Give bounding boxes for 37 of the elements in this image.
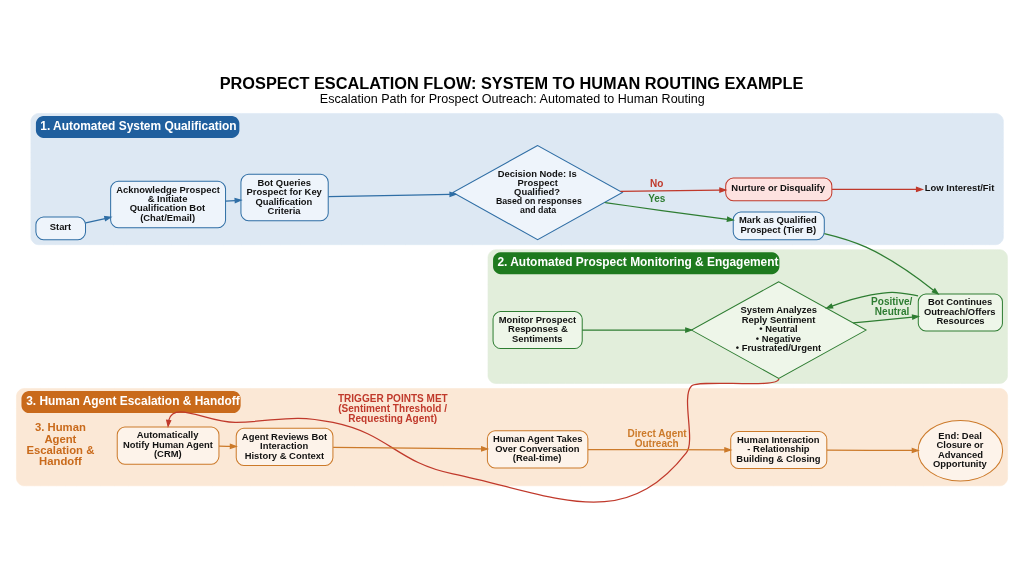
node-box: Human Interaction - Relationship Building & Closing xyxy=(730,430,828,469)
node-ellipse: End: Deal Closure or Advanced Opportunity xyxy=(917,419,1004,481)
edge-label: No xyxy=(650,177,664,189)
caption: Escalation Path for Prospect Outreach: Automated to Human Routing xyxy=(319,91,705,106)
arrow xyxy=(823,232,940,295)
arrow xyxy=(327,190,458,197)
arrow xyxy=(824,291,919,309)
node-box: Mark as Qualified Prospect (Tier B) xyxy=(732,211,825,240)
arrow xyxy=(852,313,921,323)
diagram-title: PROSPECT ESCALATION FLOW: SYSTEM TO HUMAN ROUTING EXAMPLE xyxy=(219,73,804,92)
node-box: Monitor Prospect Responses & Sentiments xyxy=(492,310,583,349)
edge-label: TRIGGER POINTS MET (Sentiment Threshold / Requesting Agent) xyxy=(337,392,448,424)
node-diamond: System Analyzes Reply Sentiment • Neutral • Negative • Frustrated/Urgent xyxy=(691,280,867,379)
edge-label: Direct Agent Outreach xyxy=(627,427,687,449)
node-box: Start xyxy=(35,216,86,240)
arrow xyxy=(225,197,243,203)
arrow xyxy=(165,377,780,503)
arrow xyxy=(85,215,113,223)
label: 3. Human Agent Escalation & Handoff xyxy=(26,420,95,467)
edge-label: Positive/ Neutral xyxy=(871,295,913,317)
node-box: Agent Reviews Bot Interaction History & Context xyxy=(235,427,334,466)
arrow xyxy=(619,186,728,193)
node-box: Nurture or Disqualify xyxy=(725,177,833,201)
node-text: Low Interest/Fit xyxy=(924,181,995,193)
edge-label: Yes xyxy=(648,192,666,204)
arrow xyxy=(604,201,735,222)
node-box: Human Agent Takes Over Conversation (Real-time) xyxy=(486,429,589,468)
arrow xyxy=(831,186,925,192)
arrow xyxy=(826,447,920,453)
arrow xyxy=(581,326,694,333)
node-box: Acknowledge Prospect & Initiate Qualification Bot (Chat/Email) xyxy=(110,180,227,228)
node-diamond: Decision Node: Is Prospect Qualified? Based on responses and data xyxy=(452,144,623,240)
node-box: Bot Queries Prospect for Key Qualification Criteria xyxy=(240,173,329,221)
node-box: Bot Continues Outreach/Offers Resources xyxy=(917,293,1003,331)
node-box: Automatically Notify Human Agent (CRM) xyxy=(116,426,220,465)
arrow xyxy=(332,445,490,452)
arrow xyxy=(587,446,733,453)
